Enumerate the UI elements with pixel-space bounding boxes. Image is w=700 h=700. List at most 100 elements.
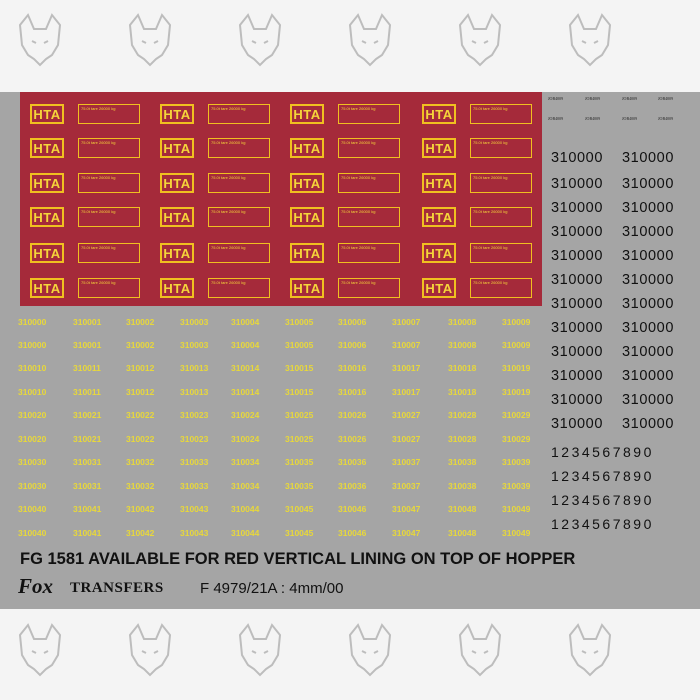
yellow-fleet-number: 310001 (73, 340, 102, 350)
yellow-fleet-number: 310048 (448, 504, 477, 514)
yellow-fleet-number: 310012 (126, 387, 155, 397)
black-fleet-number: 310000 (622, 200, 674, 216)
yellow-fleet-number: 310010 (18, 363, 47, 373)
yellow-fleet-number: 310000 (18, 340, 47, 350)
black-fleet-number: 310000 (551, 200, 603, 216)
job-code-label: JOB4009 (622, 116, 638, 121)
tare-decal: 75.0t tare 26000 kg (208, 207, 270, 227)
hta-decal: HTA (422, 138, 456, 158)
tare-decal: 75.0t tare 26000 kg (338, 173, 400, 193)
yellow-fleet-number: 310037 (392, 481, 421, 491)
yellow-fleet-number: 310004 (231, 340, 260, 350)
yellow-fleet-number: 310024 (231, 410, 260, 420)
yellow-fleet-number: 310041 (73, 504, 102, 514)
yellow-fleet-number: 310014 (231, 363, 260, 373)
black-fleet-number: 310000 (622, 150, 674, 166)
tare-decal: 75.0t tare 26000 kg (78, 104, 140, 124)
yellow-fleet-number: 310021 (73, 410, 102, 420)
black-fleet-number: 310000 (551, 224, 603, 240)
yellow-fleet-number: 310041 (73, 528, 102, 538)
black-fleet-number: 310000 (622, 296, 674, 312)
hta-decal: HTA (422, 243, 456, 263)
hta-decal: HTA (290, 243, 324, 263)
job-code-label: JOB4009 (585, 96, 601, 101)
yellow-fleet-number: 310012 (126, 363, 155, 373)
tare-decal: 75.0t tare 26000 kg (208, 138, 270, 158)
black-fleet-number: 310000 (622, 248, 674, 264)
yellow-fleet-number: 310018 (448, 363, 477, 373)
brand-word: TRANSFERS (70, 580, 164, 596)
yellow-fleet-number: 310002 (126, 317, 155, 327)
hta-decal: HTA (160, 173, 194, 193)
yellow-fleet-number: 310030 (18, 457, 47, 467)
tare-decal: 75.0t tare 26000 kg (78, 138, 140, 158)
tare-decal: 75.0t tare 26000 kg (208, 243, 270, 263)
decal-sheet: HTA 75.0t tare 26000 kg HTA 75.0t tare 2600… (0, 92, 700, 609)
yellow-fleet-number: 310032 (126, 457, 155, 467)
yellow-fleet-number: 310006 (338, 340, 367, 350)
yellow-fleet-number: 310043 (180, 528, 209, 538)
tare-decal: 75.0t tare 26000 kg (470, 207, 532, 227)
product-code: F 4979/21A : 4mm/00 (200, 580, 344, 597)
tare-decal: 75.0t tare 26000 kg (208, 278, 270, 298)
yellow-fleet-number: 310028 (448, 434, 477, 444)
digit-strip: 1234567890 (551, 516, 654, 532)
tare-decal: 75.0t tare 26000 kg (470, 138, 532, 158)
yellow-fleet-number: 310045 (285, 504, 314, 514)
black-fleet-number: 310000 (622, 368, 674, 384)
hta-decal: HTA (30, 207, 64, 227)
job-code-label: JOB4009 (548, 96, 564, 101)
tare-decal: 75.0t tare 26000 kg (78, 173, 140, 193)
yellow-fleet-number: 310007 (392, 317, 421, 327)
black-fleet-number: 310000 (551, 416, 603, 432)
digit-strip: 1234567890 (551, 468, 654, 484)
tare-decal: 75.0t tare 26000 kg (208, 173, 270, 193)
yellow-fleet-number: 310004 (231, 317, 260, 327)
hta-decal: HTA (422, 173, 456, 193)
yellow-fleet-number: 310033 (180, 481, 209, 491)
yellow-fleet-number: 310021 (73, 434, 102, 444)
fox-brand-logo: Fox (18, 574, 54, 598)
yellow-fleet-number: 310044 (231, 504, 260, 514)
yellow-fleet-number: 310034 (231, 457, 260, 467)
yellow-fleet-number: 310011 (73, 387, 101, 397)
black-fleet-number: 310000 (622, 224, 674, 240)
yellow-fleet-number: 310047 (392, 528, 421, 538)
tare-decal: 75.0t tare 26000 kg (470, 104, 532, 124)
yellow-fleet-number: 310007 (392, 340, 421, 350)
hta-decal: HTA (290, 173, 324, 193)
yellow-fleet-number: 310049 (502, 504, 531, 514)
black-fleet-number: 310000 (622, 320, 674, 336)
tare-decal: 75.0t tare 26000 kg (78, 278, 140, 298)
yellow-fleet-number: 310023 (180, 410, 209, 420)
tare-decal: 75.0t tare 26000 kg (338, 278, 400, 298)
yellow-fleet-number: 310025 (285, 434, 314, 444)
hta-decal: HTA (422, 207, 456, 227)
black-fleet-number: 310000 (551, 248, 603, 264)
black-fleet-number: 310000 (622, 392, 674, 408)
yellow-fleet-number: 310037 (392, 457, 421, 467)
yellow-fleet-number: 310022 (126, 410, 155, 420)
job-code-label: JOB4009 (622, 96, 638, 101)
yellow-fleet-number: 310029 (502, 434, 531, 444)
yellow-fleet-number: 310020 (18, 434, 47, 444)
yellow-fleet-number: 310031 (73, 481, 102, 491)
tare-decal: 75.0t tare 26000 kg (338, 104, 400, 124)
hta-decal: HTA (30, 278, 64, 298)
yellow-fleet-number: 310005 (285, 317, 314, 327)
black-fleet-number: 310000 (622, 344, 674, 360)
black-fleet-number: 310000 (622, 272, 674, 288)
yellow-fleet-number: 310036 (338, 457, 367, 467)
hta-decal: HTA (160, 278, 194, 298)
yellow-fleet-number: 310020 (18, 410, 47, 420)
hta-decal: HTA (160, 207, 194, 227)
yellow-fleet-number: 310027 (392, 410, 421, 420)
hta-decal: HTA (160, 243, 194, 263)
yellow-fleet-number: 310039 (502, 457, 531, 467)
yellow-fleet-number: 310016 (338, 363, 367, 373)
black-fleet-number: 310000 (551, 392, 603, 408)
yellow-fleet-number: 310015 (285, 387, 314, 397)
yellow-fleet-number: 310001 (73, 317, 102, 327)
yellow-fleet-number: 310025 (285, 410, 314, 420)
tare-decal: 75.0t tare 26000 kg (470, 243, 532, 263)
